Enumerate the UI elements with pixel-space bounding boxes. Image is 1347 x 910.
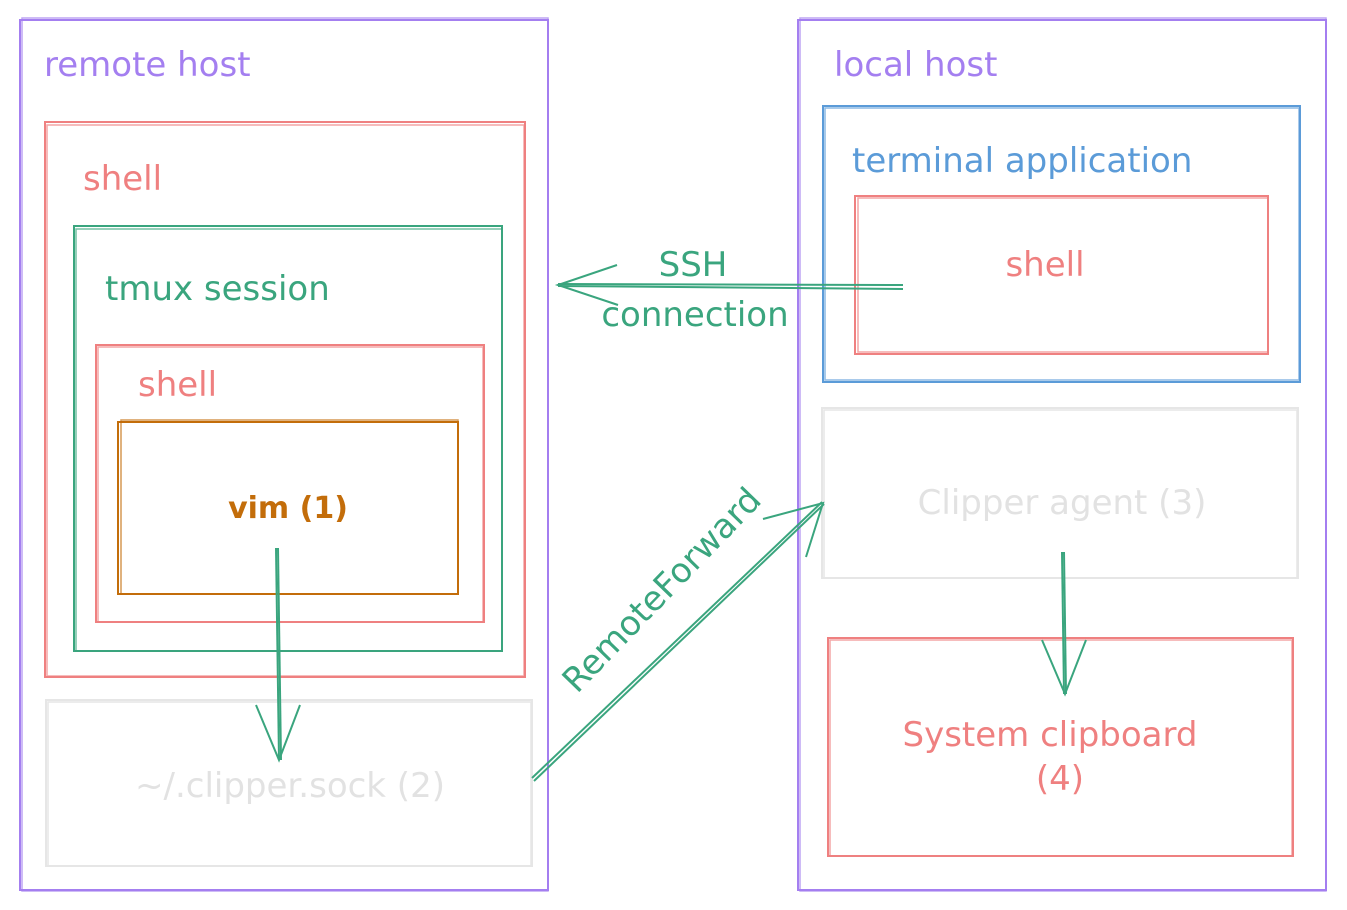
local-host-title: local host — [834, 45, 997, 85]
local-shell-box — [854, 195, 1269, 355]
local-host-box — [797, 17, 1327, 892]
ssh-label: SSH — [659, 245, 728, 285]
remote-forward-arrow — [531, 501, 825, 782]
system-clipboard-number: (4) — [1036, 759, 1084, 799]
vim-label: vim (1) — [228, 491, 348, 526]
clipper-agent-box — [821, 407, 1299, 579]
terminal-application-box — [822, 105, 1301, 383]
remote-host-title: remote host — [44, 45, 251, 85]
vim-to-socket-arrow — [255, 547, 301, 763]
remote-host-box — [19, 17, 549, 892]
agent-to-clipboard-arrow — [1041, 551, 1087, 697]
ssh-connection-arrow — [554, 264, 904, 306]
remote-shell-box — [44, 121, 526, 678]
inner-shell-label: shell — [138, 365, 217, 405]
local-shell-label: shell — [1005, 245, 1084, 285]
tmux-session-label: tmux session — [105, 269, 330, 309]
remote-forward-label: RemoteForward — [555, 480, 770, 701]
clipper-socket-box — [45, 699, 533, 867]
clipper-socket-label: ~/.clipper.sock (2) — [135, 766, 445, 806]
vim-box — [117, 419, 459, 595]
connection-label: connection — [601, 295, 788, 335]
system-clipboard-label: System clipboard — [903, 715, 1198, 755]
remote-shell-label: shell — [83, 159, 162, 199]
tmux-session-box — [73, 225, 503, 652]
clipper-agent-label: Clipper agent (3) — [918, 483, 1207, 523]
terminal-application-label: terminal application — [852, 141, 1192, 181]
system-clipboard-box — [827, 637, 1294, 857]
inner-shell-box — [95, 344, 485, 623]
